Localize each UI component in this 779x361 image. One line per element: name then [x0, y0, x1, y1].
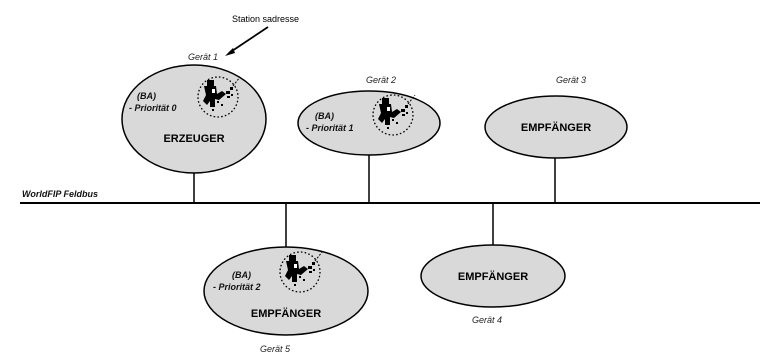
device-1-priority: - Priorität 0: [129, 103, 177, 113]
device-5-ba: (BA): [232, 270, 251, 280]
device-1-ba: (BA): [137, 91, 156, 101]
device-2-ba: (BA): [315, 111, 334, 121]
device-3-name: Gerät 3: [556, 75, 586, 85]
device-3-ellipse: [484, 95, 628, 159]
device-5-role: EMPFÄNGER: [251, 307, 321, 320]
device-5-name: Gerät 5: [260, 344, 291, 354]
station-address-arrowhead: [225, 48, 235, 56]
device-4-ellipse: [420, 244, 566, 308]
device-4-role: EMPFÄNGER: [458, 270, 528, 283]
device-5-priority: - Priorität 2: [213, 282, 261, 292]
device-1-name: Gerät 1: [188, 52, 218, 62]
device-1-role: ERZEUGER: [163, 133, 224, 145]
device-2-ellipse: [297, 90, 441, 156]
station-address-arrow: [228, 26, 269, 54]
device-2-priority: - Priorität 1: [306, 123, 354, 133]
device-3-role: EMPFÄNGER: [521, 121, 591, 134]
device-2-name: Gerät 2: [366, 75, 396, 85]
device-1-ellipse: [121, 64, 267, 174]
bus-label: WorldFIP Feldbus: [22, 189, 98, 199]
device-5-ellipse: [203, 246, 369, 336]
device-4-name: Gerät 4: [472, 315, 502, 325]
station-address-label: Station sadresse: [232, 14, 299, 24]
